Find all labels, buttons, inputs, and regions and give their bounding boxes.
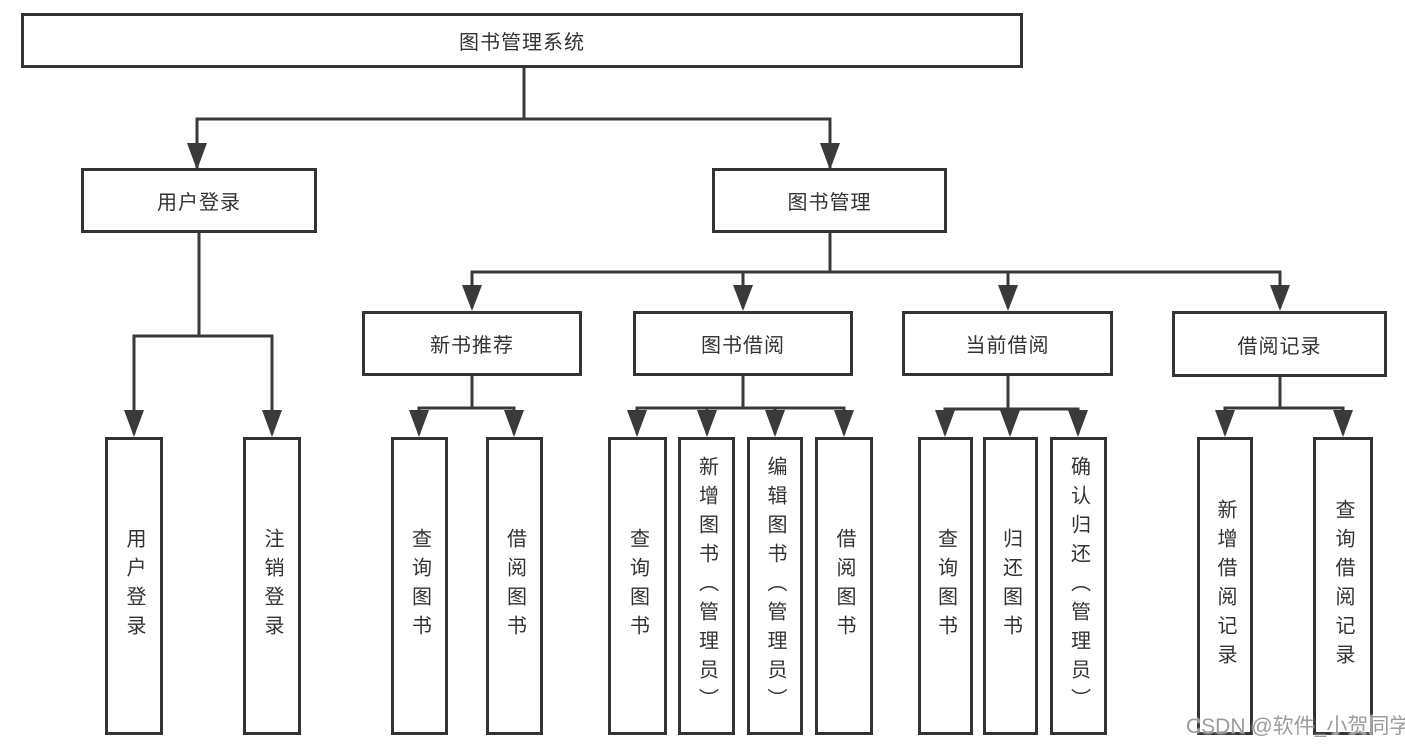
leaf-borrow-edit-admin-label: 编辑图书（管理员） [764,455,786,717]
node-root: 图书管理系统 [21,13,1023,68]
node-book-management: 图书管理 [712,168,947,233]
node-current-borrow-label: 当前借阅 [965,335,1050,357]
leaf-record-add-label: 新增借阅记录 [1214,499,1236,673]
leaf-newbook-borrow-label: 借阅图书 [503,528,526,644]
leaf-current-confirm-admin: 确认归还（管理员） [1050,437,1107,735]
leaf-user-login: 用户登录 [105,437,163,735]
leaf-current-return: 归还图书 [983,437,1038,735]
node-book-management-label: 图书管理 [787,192,872,214]
node-user-login: 用户登录 [81,168,317,233]
leaf-logout-label: 注销登录 [261,528,283,644]
node-user-login-label: 用户登录 [157,192,241,214]
leaf-record-query: 查询借阅记录 [1313,437,1373,735]
node-root-label: 图书管理系统 [459,32,585,54]
leaf-borrow-borrow: 借阅图书 [815,437,873,735]
node-current-borrow: 当前借阅 [902,311,1113,376]
leaf-record-add: 新增借阅记录 [1197,437,1253,735]
leaf-borrow-add-admin-label: 新增图书（管理员） [695,455,718,717]
leaf-record-query-label: 查询借阅记录 [1332,499,1354,673]
csdn-watermark: CSDN @软件_小贺同学 [1186,715,1405,738]
leaf-borrow-add-admin: 新增图书（管理员） [678,437,735,735]
leaf-newbook-query-label: 查询图书 [408,528,431,644]
leaf-current-query-label: 查询图书 [934,528,957,644]
node-book-borrow-label: 图书借阅 [701,335,785,357]
node-borrow-record-label: 借阅记录 [1237,335,1322,358]
leaf-logout: 注销登录 [243,437,301,735]
leaf-borrow-query-label: 查询图书 [626,528,649,644]
leaf-borrow-query: 查询图书 [608,437,667,735]
node-new-book-recommend: 新书推荐 [362,311,582,376]
leaf-current-query: 查询图书 [918,437,973,735]
leaf-user-login-label: 用户登录 [123,528,145,644]
leaf-current-return-label: 归还图书 [999,528,1022,644]
leaf-newbook-query: 查询图书 [391,437,448,735]
node-borrow-record: 借阅记录 [1172,311,1387,377]
leaf-borrow-borrow-label: 借阅图书 [833,528,855,644]
leaf-newbook-borrow: 借阅图书 [486,437,543,735]
node-new-book-recommend-label: 新书推荐 [430,335,514,357]
node-book-borrow: 图书借阅 [633,311,853,376]
leaf-current-confirm-admin-label: 确认归还（管理员） [1067,455,1090,717]
leaf-borrow-edit-admin: 编辑图书（管理员） [747,437,803,735]
